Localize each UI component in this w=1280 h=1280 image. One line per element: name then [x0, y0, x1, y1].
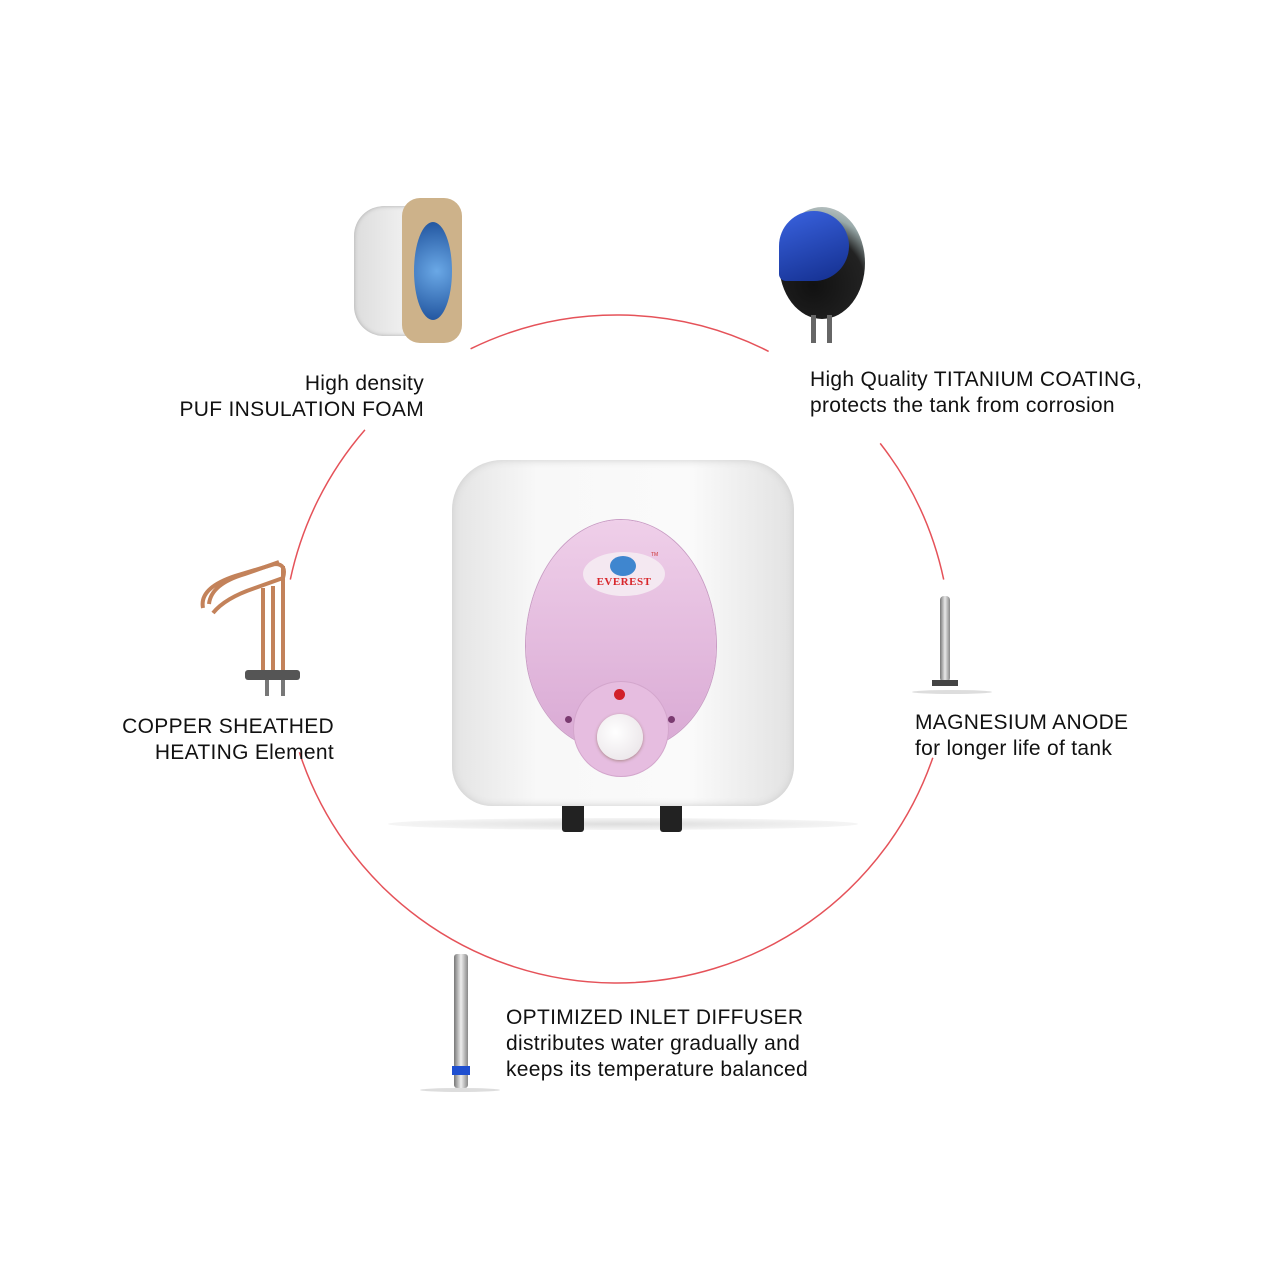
magnesium-anode-icon [912, 592, 992, 696]
screw-left [565, 716, 572, 723]
heating-element-icon [195, 558, 305, 700]
ring-arc-1 [879, 442, 945, 580]
label-line: COPPER SHEATHED [122, 715, 334, 738]
feature-label-copper: COPPER SHEATHED HEATING Element [122, 714, 334, 766]
ring-arc-3 [289, 429, 366, 580]
label-line: High density [304, 372, 424, 395]
feature-label-titanium: High Quality TITANIUM COATING, protects … [810, 367, 1142, 419]
ring-arc-0 [470, 314, 769, 353]
ring-arc-2 [298, 751, 934, 984]
label-line: PUF INSULATION FOAM [179, 398, 424, 421]
label-line: keeps its temperature balanced [506, 1058, 809, 1081]
label-line: protects the tank from corrosion [810, 394, 1115, 417]
brand-badge: EVEREST TM [583, 552, 665, 596]
water-heater-image: EVEREST TM [388, 460, 858, 832]
pipe-left [562, 800, 584, 832]
pipe-right [660, 800, 682, 832]
label-line: OPTIMIZED INLET DIFFUSER [506, 1006, 804, 1029]
titanium-tank-icon [775, 205, 870, 345]
feature-label-puf: High density PUF INSULATION FOAM [180, 371, 425, 423]
trademark: TM [651, 552, 659, 558]
floor-shadow [388, 818, 858, 830]
inlet-diffuser-icon [420, 950, 500, 1094]
label-line: High Quality TITANIUM COATING, [810, 368, 1143, 391]
label-line: distributes water gradually and [506, 1032, 801, 1055]
mountain-logo-icon [610, 556, 636, 576]
indicator-light [614, 689, 625, 700]
label-line: MAGNESIUM ANODE [915, 711, 1129, 734]
brand-name: EVEREST [596, 576, 652, 588]
temperature-knob[interactable] [597, 714, 643, 760]
feature-label-anode: MAGNESIUM ANODE for longer life of tank [915, 710, 1128, 762]
screw-right [668, 716, 675, 723]
insulation-foam-icon [354, 198, 464, 346]
label-line: HEATING Element [154, 741, 334, 764]
label-line: for longer life of tank [915, 737, 1113, 760]
feature-label-diffuser: OPTIMIZED INLET DIFFUSER distributes wat… [506, 1005, 808, 1083]
